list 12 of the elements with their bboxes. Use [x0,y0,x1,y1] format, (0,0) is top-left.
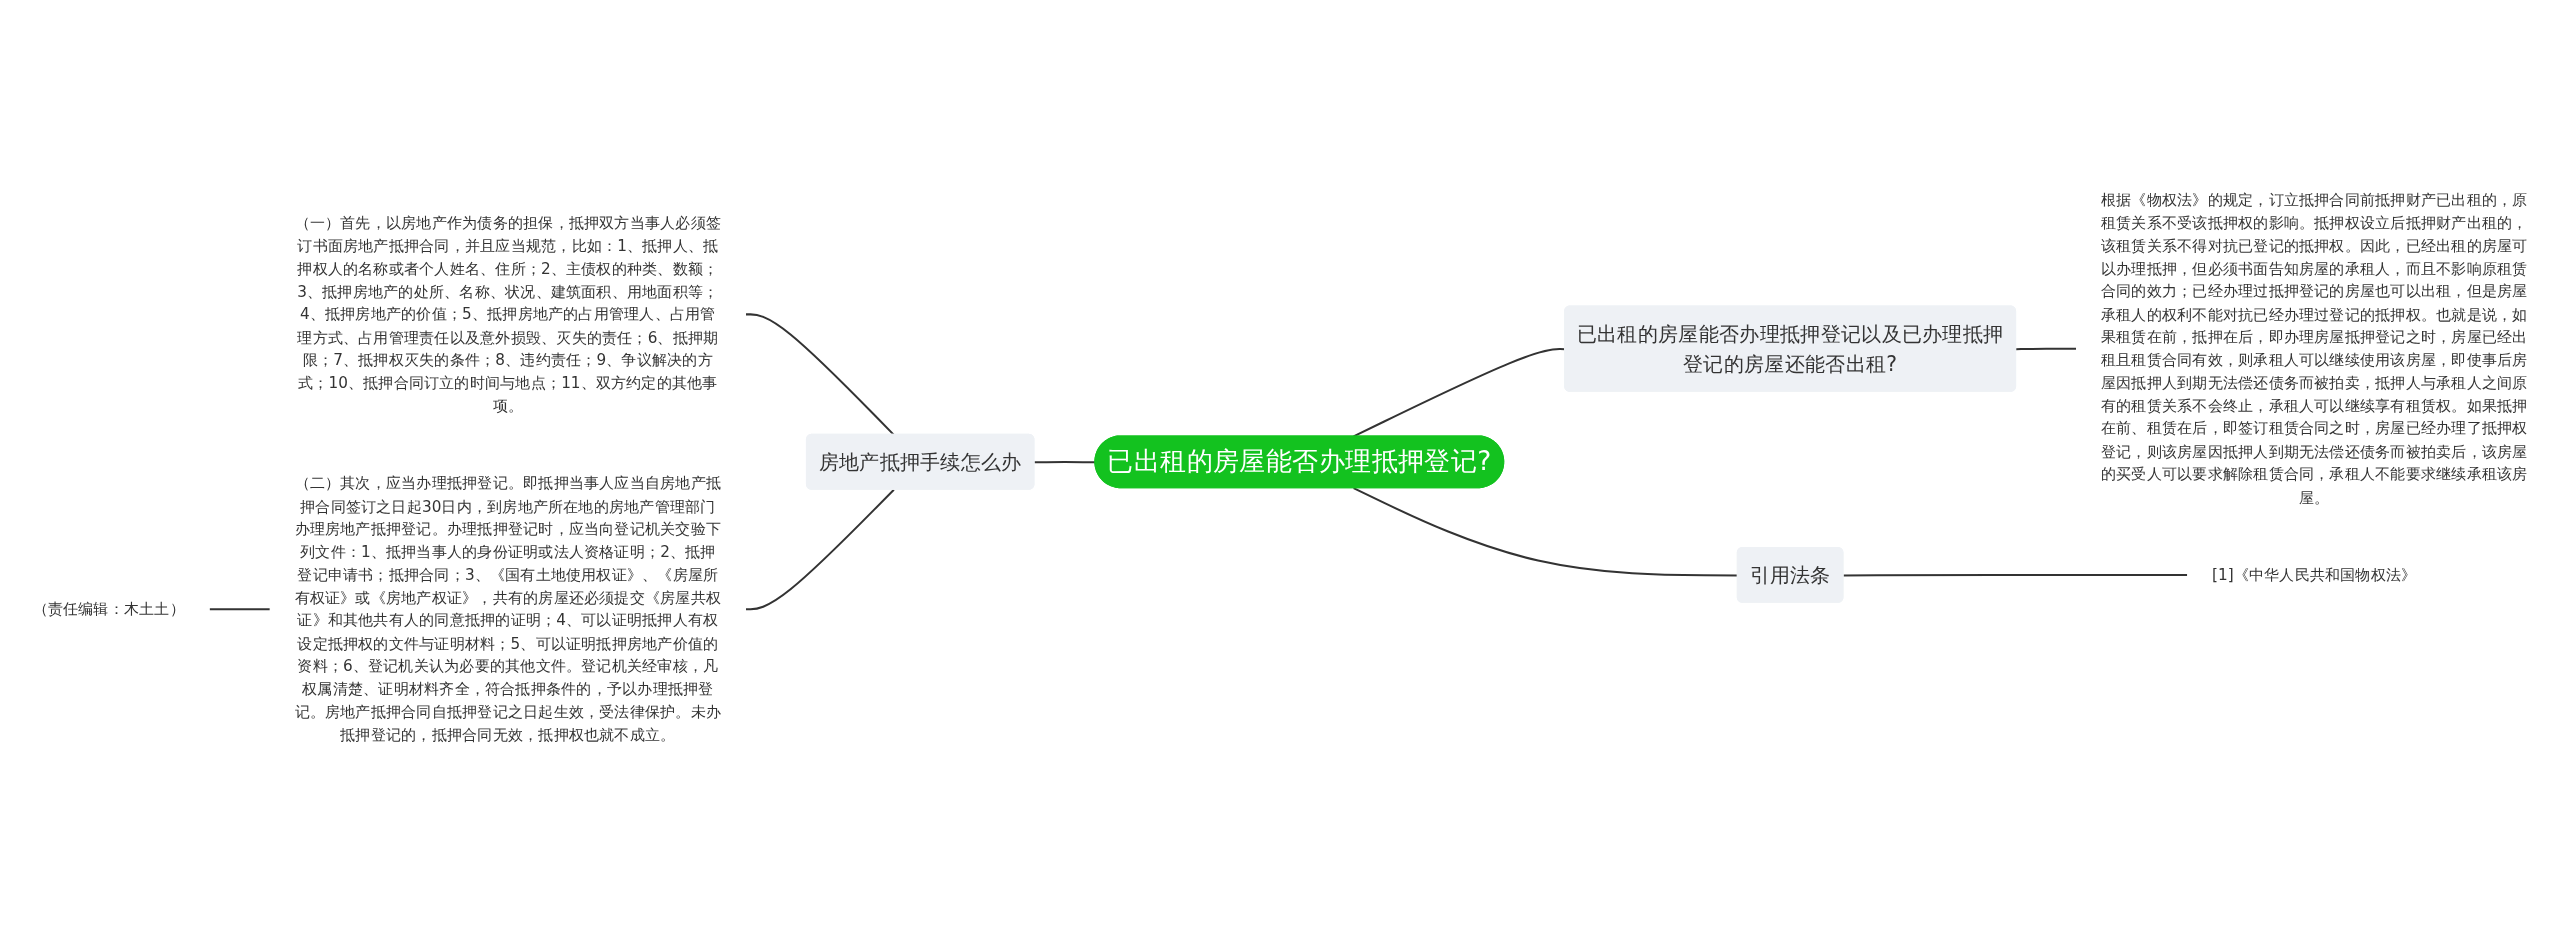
node-text: （一）首先，以房地产作为债务的担保，抵押双方当事人必须签订书面房地产抵押合同，并且应当规范，比如：1、抵押人、抵押权人的名称或者个人姓名、住所；2、主债权的种类、数额；3、抵押房地产的处所、名称、状况、建筑面积、用地面积等；4、抵押房地产的价值；5、抵押房地产的占用管理人、占用管理方式、占用管理责任以及意外损毁、灭失的责任；6、抵押期限；7、抵押权灭失的条件；8、违约责任；9、争议解决的方式；10、抵押合同订立的时间与地点；11、双方约定的其他事项。 [294,213,722,415]
node-text: 根据《物权法》的规定，订立抵押合同前抵押财产已出租的，原租赁关系不受该抵押权的影响。抵押权设立后抵押财产出租的，该租赁关系不得对抗已登记的抵押权。因此，已经出租的房屋可以办理抵押，但必须书面告知房屋的承租人，而且不影响原租赁合同的效力；已经办理过抵押登记的房屋也可以出租，但是房屋承租人的权利不能对抗已经办理过登记的抵押权。也就是说，如果租赁在前，抵押在后，即办理房屋抵押登记之时，房屋已经出租且租赁合同有效，则承租人可以继续使用该房屋，即使事后房屋因抵押人到期无法偿还债务而被拍卖，抵押人与承租人之间原有的租赁关系不会终止，承租人可以继续享有租赁权。如果抵押在前、租赁在后，即签订租赁合同之时，房屋已经办理了抵押权登记，则该房屋因抵押人到期无法偿还债务而被拍卖后，该房屋的买受人可以要求解除租赁合同，承租人不能要求继续承租该房屋。 [2100,190,2528,507]
node-text: [1]《中华人民共和国物权法》 [2212,565,2417,584]
connector [745,489,895,611]
connector [2016,347,2077,351]
node-text: （二）其次，应当办理抵押登记。即抵押当事人应当自房地产抵押合同签订之日起30日内，到房地产所在地的房地产管理部门办理房地产抵押登记。办理抵押登记时，应当向登记机关交验下列文件：1、抵押当事人的身份证明或法人资格证明；2、抵押登记申请书；抵押合同；3、《国有土地使用权证》、《房屋所有权证》或《房地产权证》，共有的房屋还必须提交《房屋共权证》和其他共有人的同意抵押的证明；4、可以证明抵押人有权设定抵押权的文件与证明材料；5、可以证明抵押房地产价值的资料；6、登记机关认为必要的其他文件。登记机关经审核，凡权属清楚、证明材料齐全，符合抵押条件的，予以办理抵押登记。房地产抵押合同自抵押登记之日起生效，受法律保护。未办抵押登记的，抵押合同无效，抵押权也就不成立。 [294,474,722,744]
connector [1353,487,1738,577]
connector [1034,460,1096,464]
connector [745,313,895,436]
connector [209,608,271,611]
node-text: （责任编辑：木土土） [32,599,185,619]
connector [1843,573,2188,577]
